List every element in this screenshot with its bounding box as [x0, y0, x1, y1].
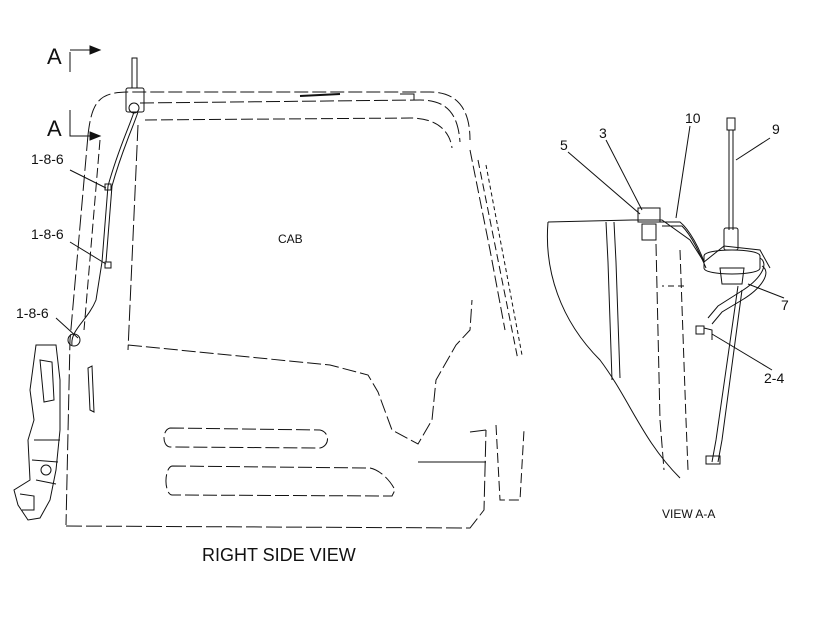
leaders-side [55, 169, 107, 339]
section-marker-aa [69, 45, 102, 141]
section-mark-a-top: A [47, 44, 62, 69]
callout-7: 7 [781, 297, 789, 313]
callout-1-8-6-mid: 1-8-6 [31, 226, 64, 242]
antenna-mount-side [67, 57, 145, 347]
view-aa-caption: VIEW A-A [662, 507, 716, 521]
cab-outline [65, 91, 525, 529]
section-mark-a-bottom: A [47, 116, 62, 141]
callout-9: 9 [772, 121, 780, 137]
callout-1-8-6-low: 1-8-6 [16, 305, 49, 321]
view-aa-panel [546, 117, 771, 479]
callout-10: 10 [685, 110, 701, 126]
right-side-view-caption: RIGHT SIDE VIEW [202, 545, 356, 565]
cab-label: CAB [278, 232, 303, 246]
callout-2-4: 2-4 [764, 370, 785, 386]
lower-left-machinery [13, 344, 95, 521]
leaders-view-aa [567, 125, 785, 371]
callout-3: 3 [599, 125, 607, 141]
callout-5: 5 [560, 137, 568, 153]
callout-1-8-6-top: 1-8-6 [31, 151, 64, 167]
